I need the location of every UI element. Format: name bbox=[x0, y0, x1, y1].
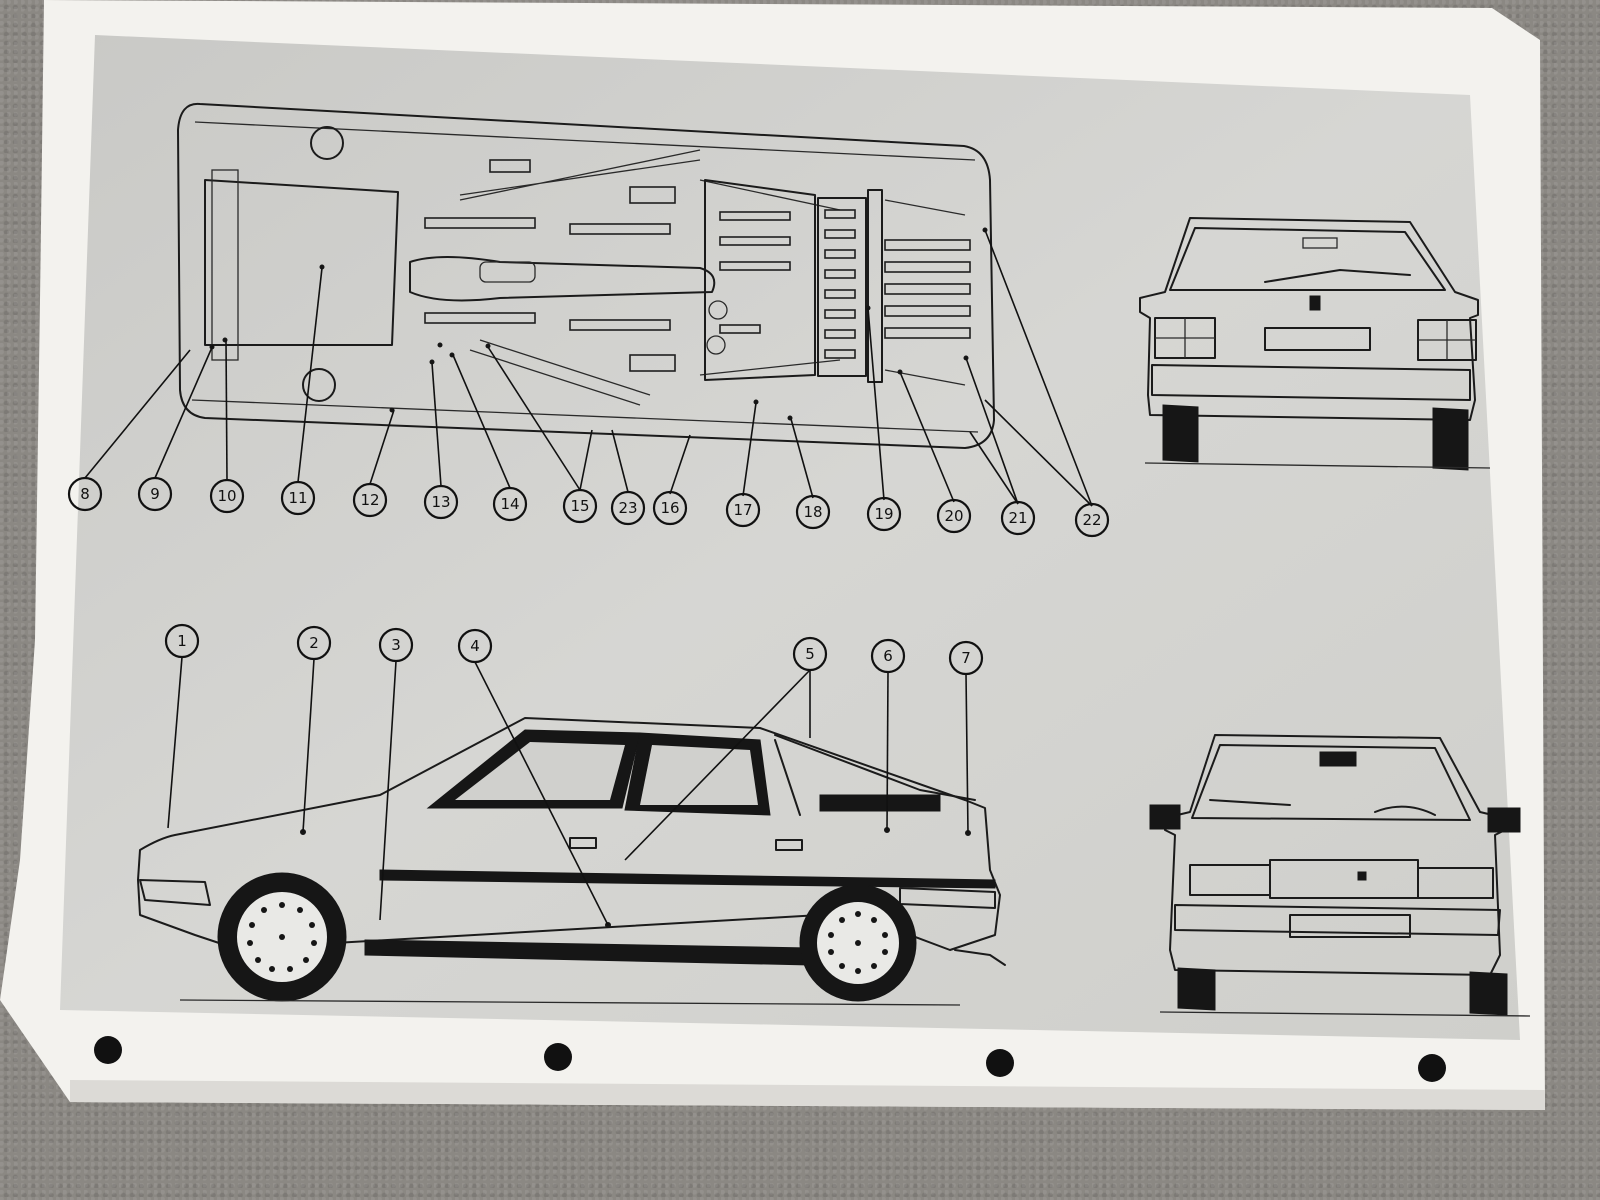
underbody-leaders bbox=[84, 229, 1093, 507]
side-view-leaders bbox=[167, 656, 969, 926]
svg-text:23: 23 bbox=[618, 499, 637, 517]
callout-9: 9 bbox=[137, 476, 173, 512]
callout-4: 4 bbox=[457, 628, 493, 664]
binder-hole bbox=[94, 1036, 122, 1064]
svg-text:20: 20 bbox=[944, 507, 963, 525]
svg-text:7: 7 bbox=[961, 649, 971, 667]
callout-5: 5 bbox=[792, 636, 828, 672]
binder-hole bbox=[1418, 1054, 1446, 1082]
svg-text:16: 16 bbox=[660, 499, 679, 517]
svg-text:17: 17 bbox=[733, 501, 752, 519]
front-view bbox=[1149, 734, 1531, 1017]
callout-17: 17 bbox=[725, 492, 761, 528]
callout-21: 21 bbox=[1000, 500, 1036, 536]
callout-8: 8 bbox=[67, 476, 103, 512]
svg-text:19: 19 bbox=[874, 505, 893, 523]
svg-text:8: 8 bbox=[80, 485, 90, 503]
binder-hole bbox=[986, 1049, 1014, 1077]
svg-text:9: 9 bbox=[150, 485, 160, 503]
svg-text:21: 21 bbox=[1008, 509, 1027, 527]
underbody-view bbox=[177, 102, 995, 449]
svg-text:18: 18 bbox=[803, 503, 822, 521]
svg-text:12: 12 bbox=[360, 491, 379, 509]
callout-1: 1 bbox=[164, 623, 200, 659]
callout-13: 13 bbox=[423, 484, 459, 520]
svg-text:2: 2 bbox=[309, 634, 319, 652]
svg-text:15: 15 bbox=[570, 497, 589, 515]
callout-20: 20 bbox=[936, 498, 972, 534]
svg-text:11: 11 bbox=[288, 489, 307, 507]
callout-3: 3 bbox=[378, 627, 414, 663]
callout-22: 22 bbox=[1074, 502, 1110, 538]
callout-15: 15 bbox=[562, 488, 598, 524]
callout-7: 7 bbox=[948, 640, 984, 676]
callout-14: 14 bbox=[492, 486, 528, 522]
side-view bbox=[137, 717, 1006, 1006]
callout-2: 2 bbox=[296, 625, 332, 661]
sleeve-edge bbox=[70, 1080, 1545, 1110]
callout-12: 12 bbox=[352, 482, 388, 518]
svg-text:4: 4 bbox=[470, 637, 480, 655]
callout-11: 11 bbox=[280, 480, 316, 516]
svg-text:13: 13 bbox=[431, 493, 450, 511]
svg-text:10: 10 bbox=[217, 487, 236, 505]
callout-6: 6 bbox=[870, 638, 906, 674]
callout-19: 19 bbox=[866, 496, 902, 532]
svg-text:14: 14 bbox=[500, 495, 519, 513]
callout-10: 10 bbox=[209, 478, 245, 514]
binder-hole bbox=[544, 1043, 572, 1071]
svg-text:1: 1 bbox=[177, 632, 187, 650]
callout-16: 16 bbox=[652, 490, 688, 526]
callout-23: 23 bbox=[610, 490, 646, 526]
svg-text:22: 22 bbox=[1082, 511, 1101, 529]
svg-text:5: 5 bbox=[805, 645, 815, 663]
svg-text:6: 6 bbox=[883, 647, 893, 665]
print-area bbox=[60, 35, 1520, 1040]
svg-text:3: 3 bbox=[391, 636, 401, 654]
callout-18: 18 bbox=[795, 494, 831, 530]
rear-view bbox=[1139, 217, 1491, 471]
